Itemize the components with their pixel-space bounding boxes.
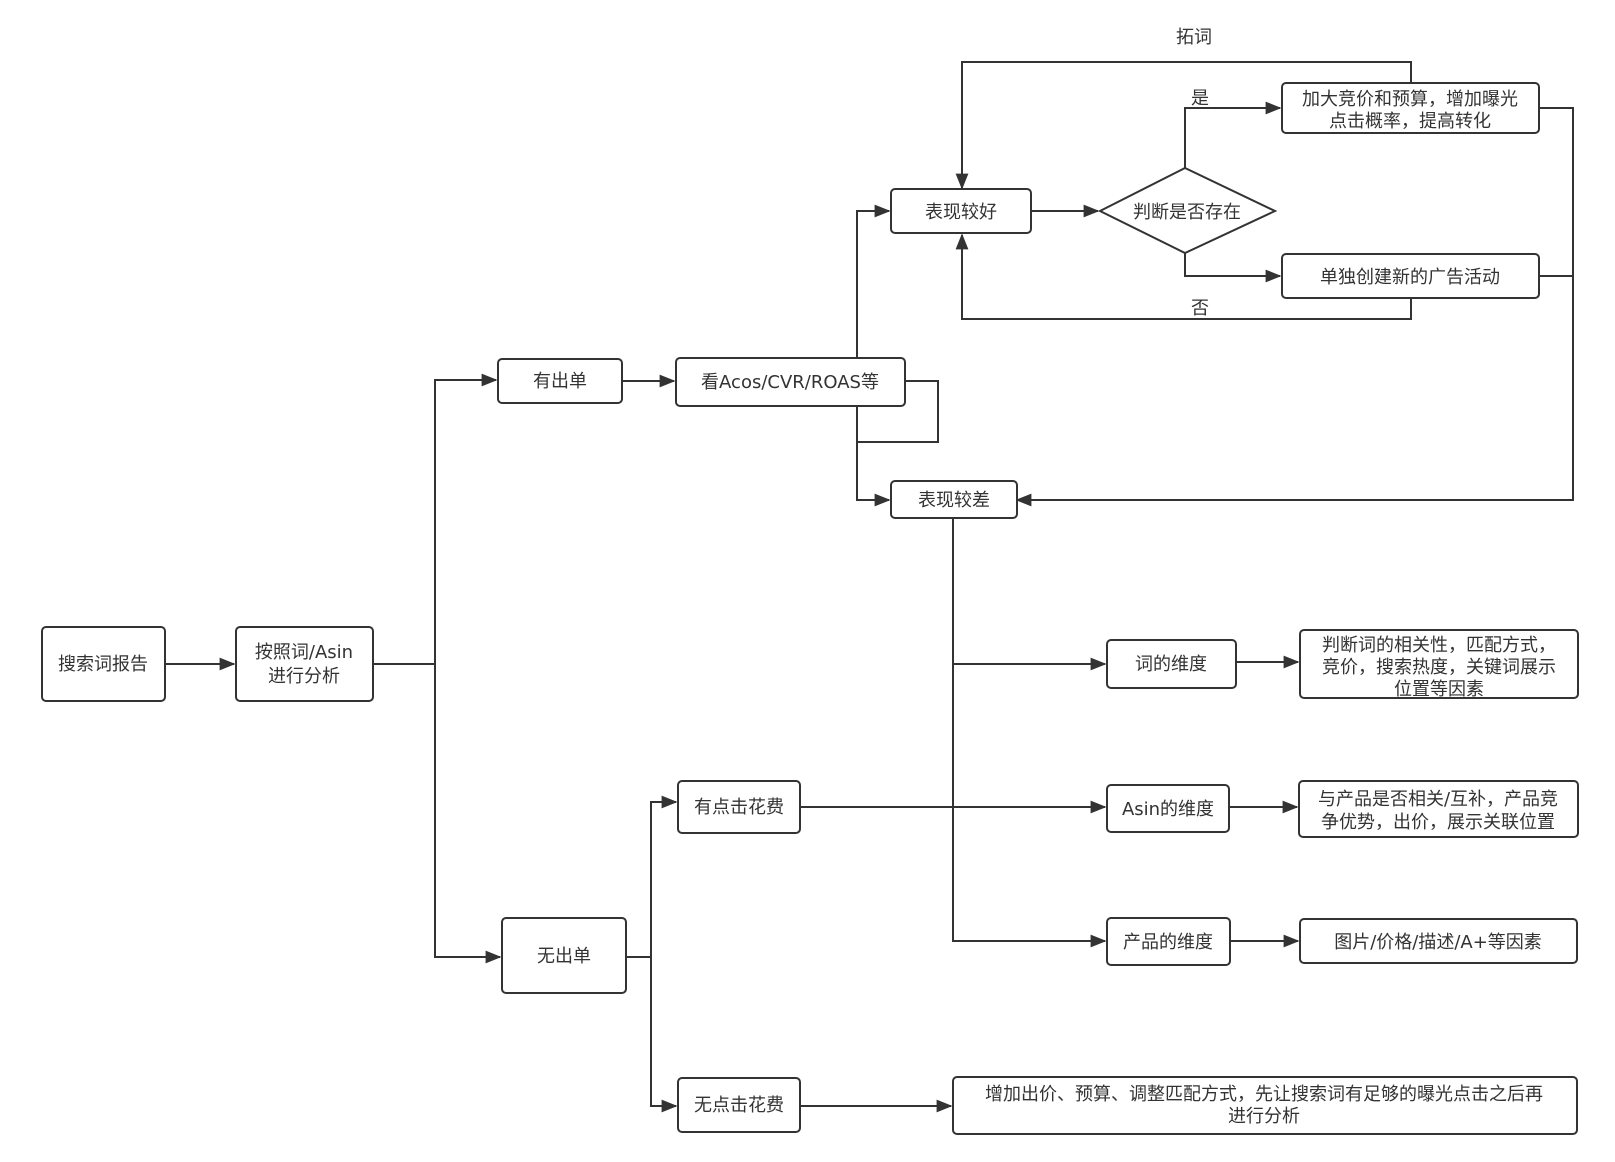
node-word-dimension-detail[interactable]: 判断词的相关性，匹配方式， 竞价，搜索热度，关键词展示 位置等因素	[1299, 629, 1579, 700]
node-analyze-by-line1: 按照词/Asin	[255, 642, 353, 663]
edge-judge-yes	[1184, 101, 1282, 168]
edge-analyze-to-has-order	[373, 373, 498, 665]
edge-no-order-to-noclick	[650, 957, 678, 1113]
node-asin-dimension[interactable]: Asin的维度	[1106, 784, 1230, 833]
node-word-dimension-detail-line3: 位置等因素	[1394, 679, 1484, 700]
node-poor-performance[interactable]: 表现较差	[890, 480, 1018, 519]
edge-no-loop	[955, 233, 1412, 320]
node-analyze-by-line2: 进行分析	[268, 666, 340, 687]
node-no-order-label: 无出单	[537, 946, 591, 967]
node-no-click-cost-label: 无点击花费	[694, 1095, 784, 1116]
node-no-click-detail-line2: 进行分析	[1228, 1106, 1300, 1127]
edge-poor-to-word	[952, 518, 1107, 671]
edge-no-order-to-click	[626, 795, 678, 958]
edge-expand-loop	[955, 61, 1412, 190]
node-word-dimension-label: 词的维度	[1135, 654, 1207, 675]
node-product-dimension-label: 产品的维度	[1123, 932, 1213, 953]
edge-label-no: 否	[1191, 298, 1209, 319]
node-increase-bid[interactable]: 加大竞价和预算，增加曝光 点击概率，提高转化	[1281, 82, 1540, 134]
edge-analyze-to-no-order	[434, 664, 502, 964]
edge-label-expand: 拓词	[1176, 27, 1212, 48]
node-check-metrics[interactable]: 看Acos/CVR/ROAS等	[675, 357, 906, 407]
node-good-performance-label: 表现较好	[925, 202, 997, 223]
edge-metrics-to-poor	[856, 381, 939, 507]
node-increase-bid-line1: 加大竞价和预算，增加曝光	[1302, 89, 1518, 110]
node-check-metrics-label: 看Acos/CVR/ROAS等	[701, 372, 879, 393]
node-poor-performance-label: 表现较差	[918, 490, 990, 511]
edge-judge-no	[1184, 253, 1282, 283]
node-product-dimension-detail-label: 图片/价格/描述/A+等因素	[1334, 932, 1542, 953]
node-judge-exist[interactable]: 判断是否存在	[1097, 166, 1278, 255]
node-analyze-by[interactable]: 按照词/Asin 进行分析	[235, 626, 374, 702]
node-has-order[interactable]: 有出单	[497, 358, 623, 404]
node-has-order-label: 有出单	[533, 371, 587, 392]
node-no-order[interactable]: 无出单	[501, 917, 627, 994]
node-has-click-cost[interactable]: 有点击花费	[677, 780, 801, 834]
node-search-report[interactable]: 搜索词报告	[41, 626, 166, 702]
edges	[160, 61, 1574, 1113]
node-word-dimension[interactable]: 词的维度	[1106, 639, 1237, 689]
node-has-click-cost-label: 有点击花费	[694, 797, 784, 818]
node-word-dimension-detail-line2: 竞价，搜索热度，关键词展示	[1322, 657, 1556, 678]
node-new-campaign-label: 单独创建新的广告活动	[1320, 267, 1500, 288]
node-good-performance[interactable]: 表现较好	[890, 188, 1032, 234]
node-asin-dimension-label: Asin的维度	[1122, 799, 1214, 820]
edge-right-to-poor	[1015, 107, 1574, 507]
node-product-dimension[interactable]: 产品的维度	[1106, 917, 1231, 966]
node-new-campaign[interactable]: 单独创建新的广告活动	[1281, 253, 1540, 299]
node-increase-bid-line2: 点击概率，提高转化	[1329, 111, 1491, 132]
node-no-click-detail-line1: 增加出价、预算、调整匹配方式，先让搜索词有足够的曝光点击之后再	[985, 1084, 1543, 1105]
node-no-click-cost[interactable]: 无点击花费	[677, 1077, 801, 1133]
edge-poor-to-product	[952, 664, 1107, 948]
node-asin-dimension-detail[interactable]: 与产品是否相关/互补，产品竞 争优势，出价，展示关联位置	[1298, 780, 1579, 838]
node-product-dimension-detail[interactable]: 图片/价格/描述/A+等因素	[1299, 918, 1578, 964]
node-no-click-detail[interactable]: 增加出价、预算、调整匹配方式，先让搜索词有足够的曝光点击之后再 进行分析	[952, 1076, 1578, 1135]
node-judge-exist-label: 判断是否存在	[1133, 202, 1241, 223]
node-asin-dimension-detail-line1: 与产品是否相关/互补，产品竞	[1318, 789, 1558, 810]
edge-metrics-to-good	[856, 204, 939, 443]
edge-label-yes: 是	[1191, 88, 1209, 109]
node-word-dimension-detail-line1: 判断词的相关性，匹配方式，	[1322, 635, 1556, 656]
node-search-report-label: 搜索词报告	[58, 654, 148, 675]
node-asin-dimension-detail-line2: 争优势，出价，展示关联位置	[1321, 812, 1555, 833]
